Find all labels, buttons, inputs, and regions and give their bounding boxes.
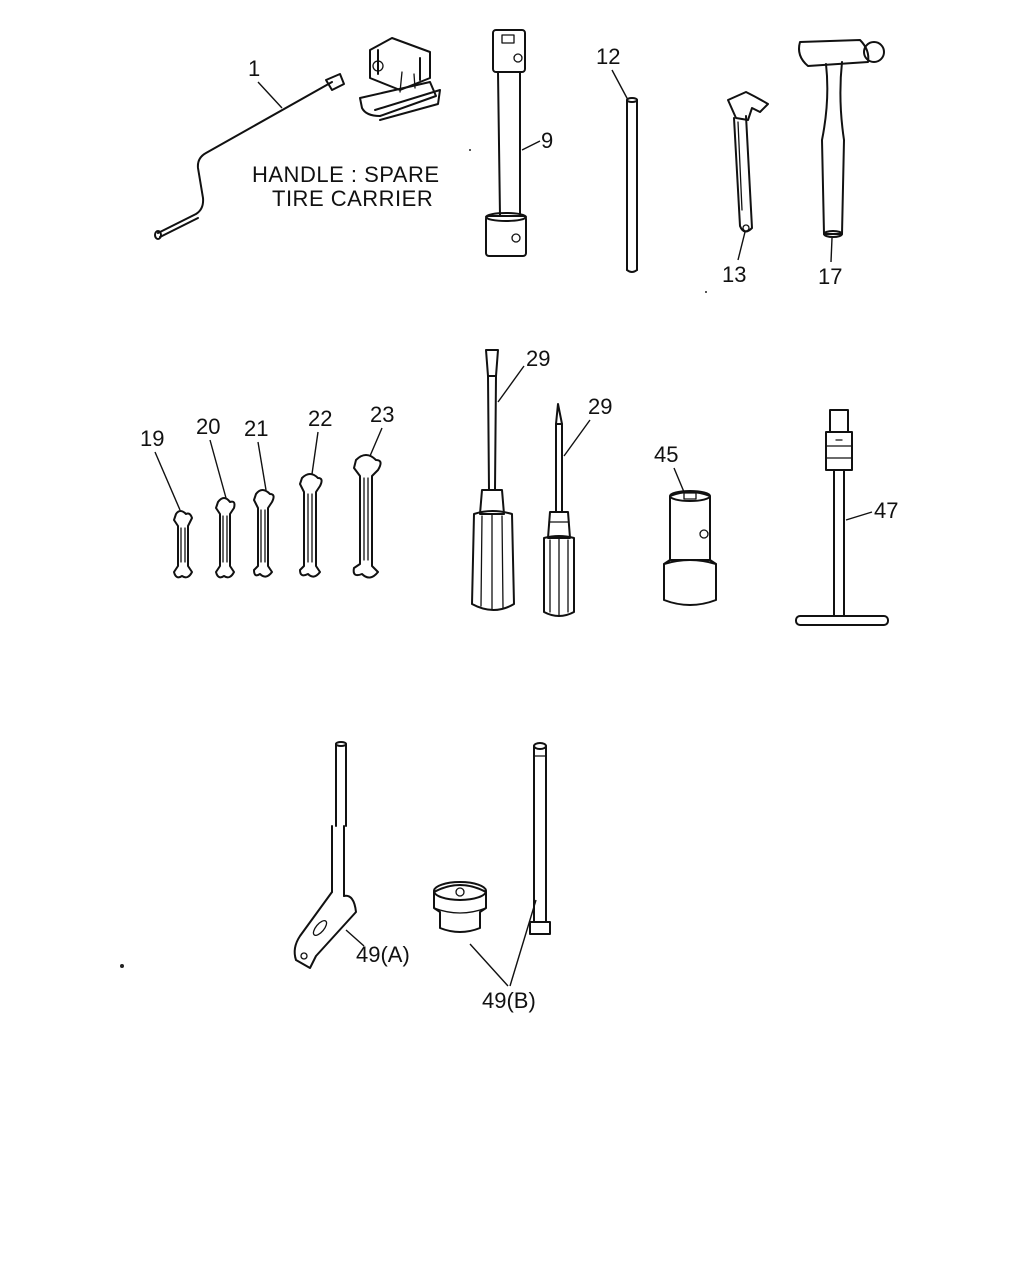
screwdriver-phillips <box>543 403 575 617</box>
label-spanner-23: 23 <box>370 402 394 427</box>
leader-hammer <box>830 237 833 263</box>
label-spanner-19: 19 <box>140 426 164 451</box>
label-tool-49a: 49(A) <box>356 942 410 967</box>
leader-tool-49b-pin <box>509 899 537 987</box>
hammer <box>798 39 885 238</box>
screwdriver-flat <box>471 349 515 611</box>
wheel-wrench <box>485 29 527 257</box>
leader-spanner-20 <box>209 439 227 499</box>
label-bar: 12 <box>596 44 620 69</box>
spanner-21 <box>253 489 275 578</box>
label-wheel-wrench: 9 <box>541 128 553 153</box>
socket <box>663 490 717 606</box>
spanner-19 <box>173 510 193 579</box>
adjustable-wrench <box>727 91 769 233</box>
scan-speck <box>120 964 124 968</box>
leader-spanner-21 <box>257 441 267 491</box>
label-socket: 45 <box>654 442 678 467</box>
label-spanner-22: 22 <box>308 406 332 431</box>
label-hammer: 17 <box>818 264 842 289</box>
spanner-22 <box>299 473 323 578</box>
extension-bar <box>626 97 638 273</box>
leader-socket <box>673 467 685 493</box>
label-t-handle: 47 <box>874 498 898 523</box>
leader-tool-49a <box>345 929 365 947</box>
leader-adjustable-wrench <box>737 231 746 261</box>
t-handle-wrench <box>795 409 889 626</box>
label-spanner-20: 20 <box>196 414 220 439</box>
scan-speck <box>705 291 707 293</box>
leader-wheel-wrench <box>521 140 541 151</box>
label-screwdriver-phillips: 29 <box>588 394 612 419</box>
leader-screwdriver-flat <box>497 365 525 403</box>
spanner-20 <box>215 497 236 579</box>
label-spanner-21: 21 <box>244 416 268 441</box>
caption-line2: TIRE CARRIER <box>272 186 433 211</box>
label-adjustable-wrench: 13 <box>722 262 746 287</box>
handle-spare-tire-carrier <box>154 37 441 240</box>
label-tool-49b: 49(B) <box>482 988 536 1013</box>
label-screwdriver-flat: 29 <box>526 346 550 371</box>
tool-49a <box>293 741 357 969</box>
label-handle: 1 <box>248 56 260 81</box>
caption-line1: HANDLE : SPARE <box>252 162 440 187</box>
tool-49b <box>433 742 551 935</box>
leader-handle <box>257 81 283 109</box>
scan-speck <box>469 149 471 151</box>
leader-spanner-19 <box>154 451 181 511</box>
leader-screwdriver-phillips <box>563 419 591 457</box>
spanner-23 <box>352 454 382 579</box>
leader-spanner-23 <box>369 427 383 457</box>
leader-tool-49b-collar <box>469 943 509 987</box>
leader-bar <box>611 69 629 101</box>
leader-t-handle <box>845 511 873 521</box>
leader-spanner-22 <box>311 431 319 475</box>
